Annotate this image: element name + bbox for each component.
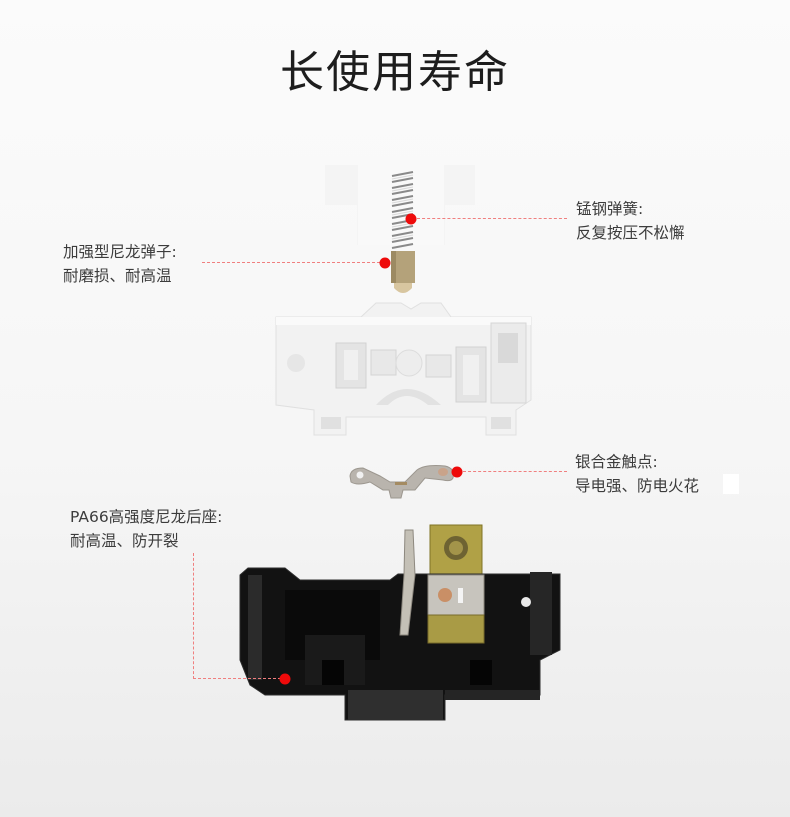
spring-annotation: 锰钢弹簧: 反复按压不松懈 bbox=[576, 197, 685, 245]
base-leader-line-horizontal bbox=[193, 678, 281, 679]
base-annotation-title: PA66高强度尼龙后座: bbox=[70, 508, 223, 526]
white-patch bbox=[723, 474, 739, 494]
switch-housing-image bbox=[275, 302, 532, 436]
base-marker-dot bbox=[279, 673, 291, 685]
base-annotation: PA66高强度尼龙后座: 耐高温、防开裂 bbox=[70, 505, 222, 553]
nylon-base-image bbox=[239, 524, 561, 721]
contact-marker-dot bbox=[451, 466, 463, 478]
plunger-marker-dot bbox=[379, 257, 391, 269]
base-annotation-desc: 耐高温、防开裂 bbox=[70, 532, 179, 550]
spring-annotation-desc: 反复按压不松懈 bbox=[576, 224, 685, 242]
plunger-annotation: 加强型尼龙弹子: 耐磨损、耐高温 bbox=[63, 240, 177, 288]
spring-assembly-image bbox=[325, 165, 475, 293]
contact-annotation-desc: 导电强、防电火花 bbox=[575, 477, 700, 495]
spring-leader-line bbox=[417, 218, 567, 219]
contact-annotation-title: 银合金触点: bbox=[575, 453, 658, 471]
contact-leader-line bbox=[463, 471, 567, 472]
spring-annotation-title: 锰钢弹簧: bbox=[576, 200, 644, 218]
contact-annotation: 银合金触点: 导电强、防电火花 bbox=[575, 450, 699, 498]
spring-marker-dot bbox=[405, 213, 417, 225]
page-title: 长使用寿命 bbox=[280, 47, 510, 98]
base-leader-line-vertical bbox=[193, 553, 194, 679]
plunger-leader-line bbox=[202, 262, 380, 263]
plunger-annotation-title: 加强型尼龙弹子: bbox=[63, 243, 177, 261]
plunger-annotation-desc: 耐磨损、耐高温 bbox=[63, 267, 172, 285]
silver-contact-image bbox=[349, 465, 454, 499]
